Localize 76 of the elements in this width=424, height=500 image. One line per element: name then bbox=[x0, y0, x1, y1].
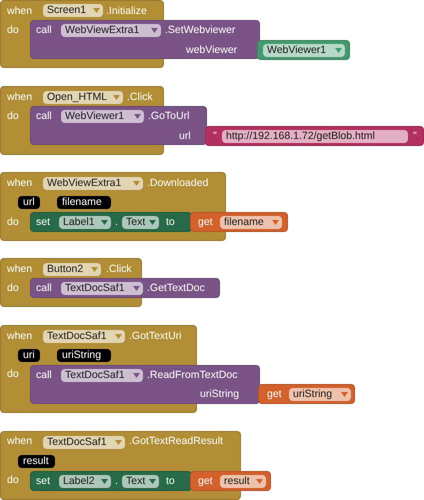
text-string-block bbox=[205, 126, 424, 146]
when-keyword: when bbox=[7, 176, 32, 190]
variable-dropdown: filename bbox=[220, 216, 282, 229]
method-call-block bbox=[30, 365, 260, 404]
call-keyword: call bbox=[36, 368, 52, 382]
parameter-name: uri bbox=[18, 349, 40, 362]
property-dropdown: Text bbox=[122, 216, 159, 229]
component-dropdown: WebViewer1 bbox=[263, 44, 345, 57]
parameter-name: result bbox=[18, 455, 55, 468]
variable-getter-block bbox=[258, 384, 355, 404]
event-name: .Click bbox=[106, 262, 132, 276]
variable-dropdown: result bbox=[220, 475, 266, 488]
variable-dropdown: uriString bbox=[289, 388, 351, 401]
component-dropdown: Label2 bbox=[59, 475, 111, 488]
component-dropdown: WebViewer1 bbox=[61, 110, 144, 123]
event-name: .GotTextUri bbox=[129, 329, 182, 343]
component-dropdown: Label1 bbox=[59, 216, 111, 229]
quote-mark: " bbox=[213, 129, 217, 143]
component-dropdown: Screen1 bbox=[43, 4, 103, 17]
dot-separator: . bbox=[115, 215, 118, 229]
event-name: .Click bbox=[127, 90, 153, 104]
event-name: .Initialize bbox=[106, 4, 147, 18]
get-keyword: get bbox=[267, 387, 282, 401]
event-name: .Downloaded bbox=[147, 176, 208, 190]
component-dropdown: Open_HTML bbox=[43, 91, 123, 104]
event-name: .GotTextReadResult bbox=[129, 434, 223, 448]
method-name: .ReadFromTextDoc bbox=[147, 368, 238, 382]
component-dropdown: TextDocSaf1 bbox=[43, 436, 125, 449]
quote-mark: " bbox=[413, 129, 417, 143]
property-dropdown: Text bbox=[122, 475, 159, 488]
parameter-label: webViewer bbox=[186, 43, 238, 57]
component-dropdown: TextDocSaf1 bbox=[61, 282, 143, 295]
variable-getter-block bbox=[190, 471, 271, 491]
component-dropdown: WebViewExtra1 bbox=[61, 24, 161, 37]
do-keyword: do bbox=[7, 23, 19, 37]
to-keyword: to bbox=[166, 215, 175, 229]
dot-separator: . bbox=[115, 474, 118, 488]
event-block bbox=[0, 172, 226, 241]
variable-getter-block bbox=[190, 212, 288, 232]
when-keyword: when bbox=[7, 262, 32, 276]
method-name: .SetWebviewer bbox=[165, 23, 236, 37]
when-keyword: when bbox=[7, 4, 32, 18]
parameter-name: uriString bbox=[57, 349, 111, 362]
call-keyword: call bbox=[36, 281, 52, 295]
when-keyword: when bbox=[7, 90, 32, 104]
method-call-block bbox=[30, 106, 207, 145]
set-keyword: set bbox=[36, 215, 50, 229]
parameter-label: url bbox=[179, 129, 191, 143]
get-keyword: get bbox=[198, 215, 213, 229]
method-name: .GetTextDoc bbox=[147, 281, 205, 295]
component-block bbox=[257, 40, 350, 60]
do-keyword: do bbox=[7, 109, 19, 123]
when-keyword: when bbox=[7, 434, 32, 448]
call-keyword: call bbox=[36, 109, 52, 123]
property-setter-block bbox=[30, 471, 192, 491]
method-call-block bbox=[30, 278, 220, 298]
component-dropdown: Button2 bbox=[43, 263, 101, 276]
parameter-name: filename bbox=[57, 196, 111, 209]
parameter-name: url bbox=[18, 196, 40, 209]
component-dropdown: TextDocSaf1 bbox=[43, 330, 125, 343]
do-keyword: do bbox=[7, 215, 19, 229]
do-keyword: do bbox=[7, 367, 19, 381]
call-keyword: call bbox=[36, 23, 52, 37]
get-keyword: get bbox=[198, 474, 213, 488]
property-setter-block bbox=[30, 212, 192, 232]
component-dropdown: WebViewExtra1 bbox=[43, 177, 143, 190]
text-input-field: http://192.168.1.72/getBlob.html bbox=[222, 130, 408, 143]
method-name: .GoToUrl bbox=[148, 109, 190, 123]
to-keyword: to bbox=[166, 474, 175, 488]
do-keyword: do bbox=[7, 473, 19, 487]
set-keyword: set bbox=[36, 474, 50, 488]
parameter-label: uriString bbox=[200, 387, 240, 401]
component-dropdown: TextDocSaf1 bbox=[61, 369, 143, 382]
method-call-block bbox=[30, 20, 260, 59]
when-keyword: when bbox=[7, 329, 32, 343]
do-keyword: do bbox=[7, 281, 19, 295]
